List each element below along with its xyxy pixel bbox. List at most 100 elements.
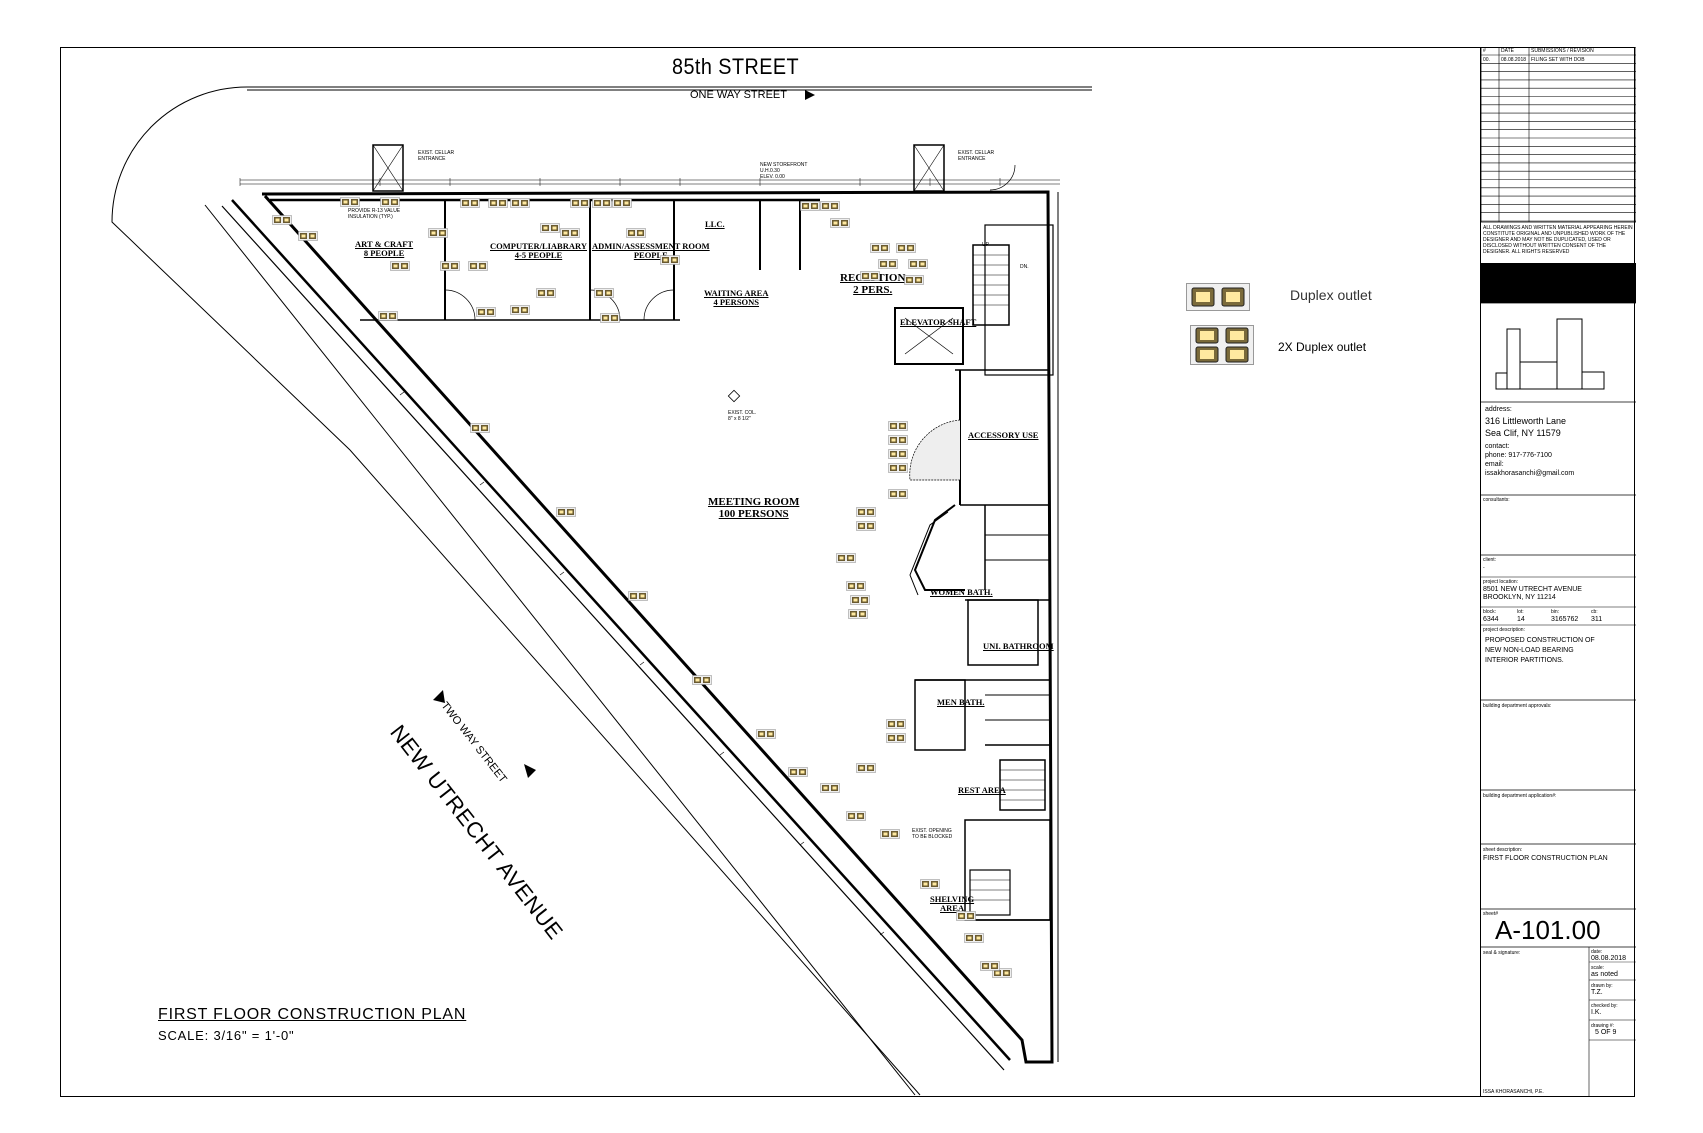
copyright-notice: ALL DRAWINGS AND WRITTEN MATERIAL APPEAR… xyxy=(1483,225,1633,255)
duplex-outlet-symbol xyxy=(380,194,400,212)
room-women-bath: WOMEN BATH. xyxy=(930,587,993,597)
lot-label: lot: xyxy=(1517,609,1524,615)
duplex-outlet-symbol xyxy=(272,212,292,230)
room-elevator-shaft: ELEVATOR SHAFT xyxy=(900,317,977,327)
note-storefront-2: U.H.0.30 xyxy=(760,168,780,174)
contact-phone: phone: 917-776-7100 xyxy=(1485,452,1552,459)
consultants-label: consultants: xyxy=(1483,497,1510,503)
room-shelving-sub: AREA xyxy=(940,903,965,913)
duplex-outlet-symbol xyxy=(888,418,908,436)
room-admin-assessment: ADMIN/ASSESSMENT ROOM PEOPLE xyxy=(592,242,710,260)
drawing-title: FIRST FLOOR CONSTRUCTION PLAN xyxy=(158,1006,467,1023)
address-line2: Sea Clif, NY 11579 xyxy=(1485,428,1561,438)
duplex-outlet-symbol xyxy=(556,504,576,522)
rev-row-desc: FILING SET WITH DOB xyxy=(1531,57,1585,63)
note-cellar-left-2: ENTRANCE xyxy=(418,156,446,162)
rev-header-num: # xyxy=(1483,48,1486,54)
duplex-outlet-symbol xyxy=(886,730,906,748)
title-block-grid xyxy=(1481,47,1636,1097)
room-llc: LLC. xyxy=(705,219,725,229)
note-cellar-right-1: EXIST. CELLAR xyxy=(958,150,995,156)
application-label: building department application#: xyxy=(1483,793,1557,799)
duplex-outlet-symbol xyxy=(536,285,556,303)
legend-duplex-icon xyxy=(1186,283,1250,316)
block-value: 6344 xyxy=(1483,616,1499,623)
duplex-outlet-symbol xyxy=(860,268,880,286)
seal-signature-label: seal & signature: xyxy=(1483,950,1521,956)
email-label: email: xyxy=(1485,461,1504,468)
duplex-outlet-symbol xyxy=(440,258,460,276)
room-art-name: ART & CRAFT xyxy=(355,239,414,249)
client-value: - xyxy=(1483,565,1485,571)
room-art-craft: ART & CRAFT 8 PEOPLE xyxy=(355,240,413,258)
note-exist-col-1: EXIST. COL. xyxy=(728,410,757,416)
room-waiting-area: WAITING AREA 4 PERSONS xyxy=(704,289,768,307)
duplex-outlet-symbol xyxy=(820,780,840,798)
note-cellar-left-1: EXIST. CELLAR xyxy=(418,150,455,156)
scale-value: as noted xyxy=(1591,971,1618,978)
duplex-outlet-symbol xyxy=(378,308,398,326)
duplex-outlet-symbol xyxy=(390,258,410,276)
date-label: date: xyxy=(1591,949,1603,955)
room-computer-library: COMPUTER/LIABRARY 4-5 PEOPLE xyxy=(490,242,587,260)
note-opening-2: TO BE BLOCKED xyxy=(912,834,953,840)
contact-email[interactable]: issakhorasanchi@gmail.com xyxy=(1485,470,1575,477)
legend-duplex-label: Duplex outlet xyxy=(1290,287,1372,303)
duplex-outlet-symbol xyxy=(830,215,850,233)
note-cellar-right: EXIST. CELLAR ENTRANCE xyxy=(958,150,994,162)
scale-label: scale: xyxy=(1591,965,1605,971)
room-reception-capacity: 2 PERS. xyxy=(853,284,893,296)
duplex-outlet-symbol xyxy=(612,195,632,213)
duplex-outlet-symbol xyxy=(428,225,448,243)
bin-value: 3165762 xyxy=(1551,616,1579,623)
duplex-outlet-symbol xyxy=(600,310,620,328)
project-description-label: project description: xyxy=(1483,627,1525,633)
note-insulation-1: PROVIDE R-13 VALUE xyxy=(348,208,401,214)
duplex-outlet-symbol xyxy=(848,606,868,624)
duplex-outlet-symbol xyxy=(510,195,530,213)
duplex-outlet-symbol xyxy=(908,256,928,274)
drawing-number-label: drawing #: xyxy=(1591,1023,1615,1029)
duplex-outlet-symbol xyxy=(594,285,614,303)
duplex-outlet-symbol xyxy=(888,446,908,464)
note-cellar-right-2: ENTRANCE xyxy=(958,156,986,162)
room-unisex-bathroom: UNI. BATHROOM xyxy=(983,641,1054,651)
date-value: 08.08.2018 xyxy=(1591,955,1627,962)
duplex-outlet-symbol xyxy=(920,876,940,894)
duplex-outlet-symbol xyxy=(846,808,866,826)
checked-by-label: checked by: xyxy=(1591,1003,1618,1009)
note-storefront-1: NEW STOREFRONT xyxy=(760,162,808,168)
cb-value: 311 xyxy=(1591,616,1603,623)
rev-header-desc: SUBMISSIONS / REVISION xyxy=(1531,48,1594,54)
lot-value: 14 xyxy=(1517,616,1525,623)
street-85th-label: 85th STREET xyxy=(672,54,800,79)
engineer-name: ISSA KHORASANCHI, P.E. xyxy=(1483,1089,1544,1095)
duplex-outlet-symbol xyxy=(888,432,908,450)
project-description-line3: INTERIOR PARTITIONS. xyxy=(1485,657,1564,664)
project-location-line1: 8501 NEW UTRECHT AVENUE xyxy=(1483,586,1582,593)
duplex-outlet-symbol xyxy=(476,304,496,322)
note-up: UP xyxy=(982,242,989,248)
legend-2x-duplex-label: 2X Duplex outlet xyxy=(1278,340,1367,354)
room-rest-area: REST AREA xyxy=(958,785,1006,795)
duplex-outlet-symbol xyxy=(846,578,866,596)
drawn-by-label: drawn by: xyxy=(1591,983,1613,989)
duplex-outlet-symbol xyxy=(488,195,508,213)
cb-label: cb: xyxy=(1591,609,1598,615)
room-computer-name: COMPUTER/LIABRARY xyxy=(490,241,587,251)
title-block: # DATE SUBMISSIONS / REVISION 00. 08.08.… xyxy=(1480,47,1636,1097)
room-computer-capacity: 4-5 PEOPLE xyxy=(514,250,563,260)
room-shelving-name: SHELVING xyxy=(930,894,975,904)
note-insulation: PROVIDE R-13 VALUE INSULATION (TYP.) xyxy=(348,208,400,220)
room-meeting-name: MEETING ROOM xyxy=(708,496,800,508)
duplex-outlet-symbol xyxy=(626,225,646,243)
note-storefront: NEW STOREFRONT U.H.0.30 ELEV. 0.00 xyxy=(760,162,807,180)
duplex-outlet-symbol xyxy=(850,592,870,610)
room-art-capacity: 8 PEOPLE xyxy=(363,248,405,258)
address-label: address: xyxy=(1485,406,1512,413)
duplex-outlet-symbol xyxy=(468,258,488,276)
address-line1: 316 Littleworth Lane xyxy=(1485,416,1567,426)
drawing-scale: SCALE: 3/16" = 1'-0" xyxy=(158,1028,295,1043)
note-cellar-left: EXIST. CELLAR ENTRANCE xyxy=(418,150,454,162)
